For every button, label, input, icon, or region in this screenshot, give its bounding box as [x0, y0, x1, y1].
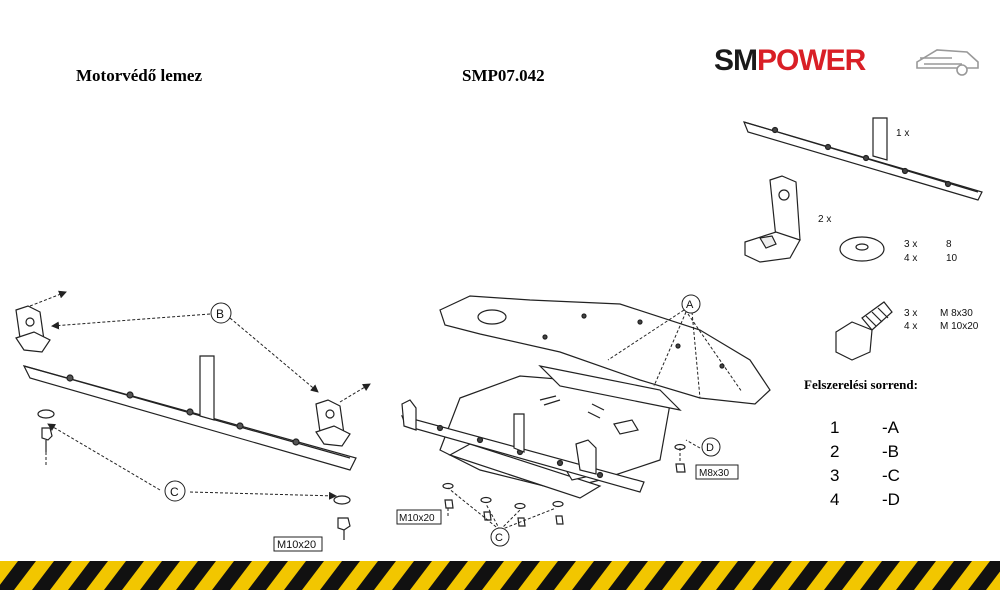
hazard-stripe	[212, 561, 252, 590]
parts-list	[742, 117, 983, 361]
bolt-part	[835, 301, 893, 361]
step-code: -A	[882, 418, 899, 437]
hazard-stripe	[896, 561, 936, 590]
install-step: 4 -D	[830, 488, 950, 512]
hazard-stripe	[356, 561, 396, 590]
callout-c-right: C	[495, 532, 503, 544]
install-step: 2 -B	[830, 440, 950, 464]
car-silhouette-icon	[916, 49, 979, 76]
bolt-label-left: M10x20	[277, 539, 316, 551]
callout-d: D	[706, 442, 714, 454]
hazard-stripe	[788, 561, 828, 590]
hazard-stripe	[176, 561, 216, 590]
step-number: 1	[830, 418, 840, 437]
bolt-label-mid: M10x20	[399, 513, 435, 524]
hazard-stripe	[644, 561, 684, 590]
install-step: 3 -C	[830, 464, 950, 488]
hazard-stripe	[284, 561, 324, 590]
install-order-title: Felszerelési sorrend:	[804, 377, 918, 392]
step-code: -C	[882, 466, 900, 485]
bracket-part	[744, 175, 801, 263]
skid-plate-assembly	[400, 295, 771, 527]
hazard-stripe	[464, 561, 504, 590]
hazard-stripe	[968, 561, 1000, 590]
logo-part-sm: SM	[714, 44, 757, 77]
install-order-list: 1 -A 2 -B 3 -C 4 -D	[830, 416, 950, 512]
hazard-stripe-footer	[0, 561, 1000, 590]
hazard-stripe	[32, 561, 72, 590]
hazard-stripe	[68, 561, 108, 590]
bracket-qty: 2 x	[818, 214, 831, 225]
step-number: 4	[830, 490, 840, 509]
hazard-stripe	[248, 561, 288, 590]
hazard-stripe	[752, 561, 792, 590]
hazard-stripe	[860, 561, 900, 590]
callout-b: B	[216, 307, 224, 321]
bolt-label-right: M8x30	[699, 468, 729, 479]
hazard-stripe	[500, 561, 540, 590]
hazard-stripe	[392, 561, 432, 590]
bolt-size-m8: M 8x30	[940, 308, 973, 319]
hazard-stripe	[824, 561, 864, 590]
bolt-qty-m8: 3 x	[904, 308, 917, 319]
step-code: -B	[882, 442, 899, 461]
washer-qty-8: 3 x	[904, 239, 917, 250]
step-code: -D	[882, 490, 900, 509]
washer-size-8: 8	[946, 239, 952, 250]
part-code: SMP07.042	[462, 66, 545, 85]
crossbar-qty: 1 x	[896, 128, 909, 139]
hazard-stripe	[320, 561, 360, 590]
hazard-stripe	[932, 561, 972, 590]
logo-part-power: POWER	[757, 44, 867, 77]
smpower-logo: SMPOWER	[714, 44, 979, 77]
bolt-qty-m10: 4 x	[904, 321, 917, 332]
callout-c-left: C	[170, 485, 179, 499]
step-number: 3	[830, 466, 840, 485]
middle-callout-lines	[447, 309, 743, 531]
hazard-stripe	[608, 561, 648, 590]
washer-qty-10: 4 x	[904, 253, 917, 264]
hazard-stripe	[140, 561, 180, 590]
bolt-size-m10: M 10x20	[940, 321, 979, 332]
hazard-stripe	[680, 561, 720, 590]
hazard-stripe	[0, 561, 36, 590]
washer-size-10: 10	[946, 253, 958, 264]
hazard-stripe	[104, 561, 144, 590]
hazard-stripe	[536, 561, 576, 590]
svg-text:SMPOWER: SMPOWER	[714, 44, 867, 77]
hazard-stripe	[572, 561, 612, 590]
callout-a: A	[686, 299, 694, 311]
hazard-stripe	[428, 561, 468, 590]
hazard-stripe	[716, 561, 756, 590]
step-number: 2	[830, 442, 840, 461]
left-assembly	[15, 305, 357, 540]
left-callout-lines	[29, 290, 371, 500]
install-step: 1 -A	[830, 416, 950, 440]
page-title: Motorvédő lemez	[76, 66, 203, 85]
crossbar-part	[742, 117, 983, 201]
